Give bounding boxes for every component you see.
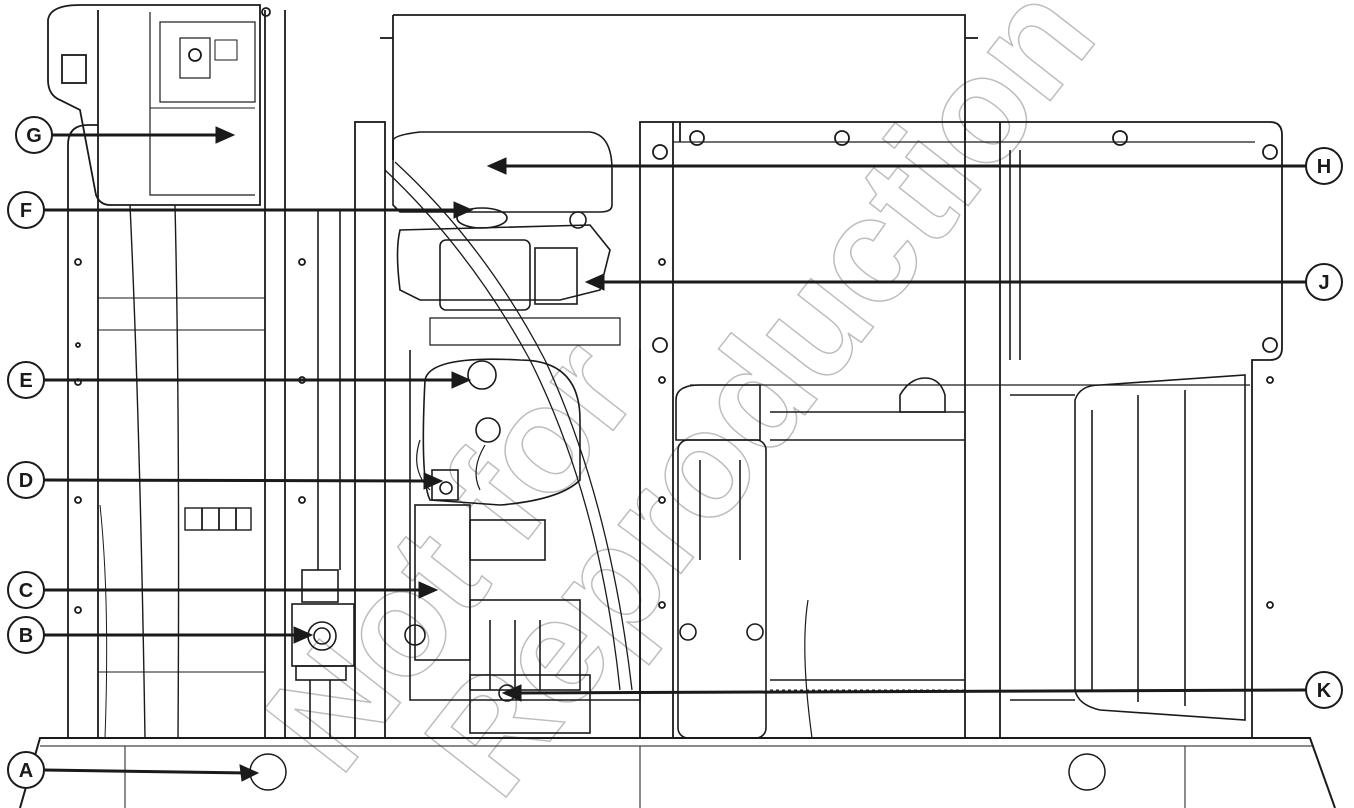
callout-A: A	[7, 751, 260, 789]
callout-K: K	[501, 671, 1343, 709]
callout-C-label: C	[19, 580, 33, 602]
engine-body	[384, 131, 641, 734]
callout-E: E	[7, 361, 472, 399]
callout-C: C	[7, 571, 439, 609]
callout-H-label: H	[1317, 156, 1331, 178]
callout-J-label: J	[1318, 272, 1329, 294]
callouts: A B C D E	[7, 116, 1343, 789]
air-intake-housing	[47, 4, 271, 206]
gas-regulator	[291, 210, 355, 738]
callout-G-label: G	[26, 125, 42, 147]
callout-G: G	[15, 116, 236, 154]
callout-B-label: B	[19, 625, 33, 647]
engine-frame	[354, 14, 1283, 739]
callout-D: D	[7, 461, 444, 499]
callout-K-label: K	[1317, 680, 1332, 702]
callout-E-label: E	[19, 370, 32, 392]
callout-A-label: A	[19, 760, 33, 782]
callout-F: F	[7, 191, 474, 229]
alternator-section	[675, 150, 1250, 739]
callout-H: H	[486, 147, 1343, 185]
left-frame	[67, 10, 306, 739]
callout-F-label: F	[20, 200, 32, 222]
callout-J: J	[584, 263, 1343, 301]
callout-B: B	[7, 616, 314, 654]
callout-D-label: D	[19, 470, 33, 492]
base-lift-hole-right	[1068, 753, 1106, 791]
